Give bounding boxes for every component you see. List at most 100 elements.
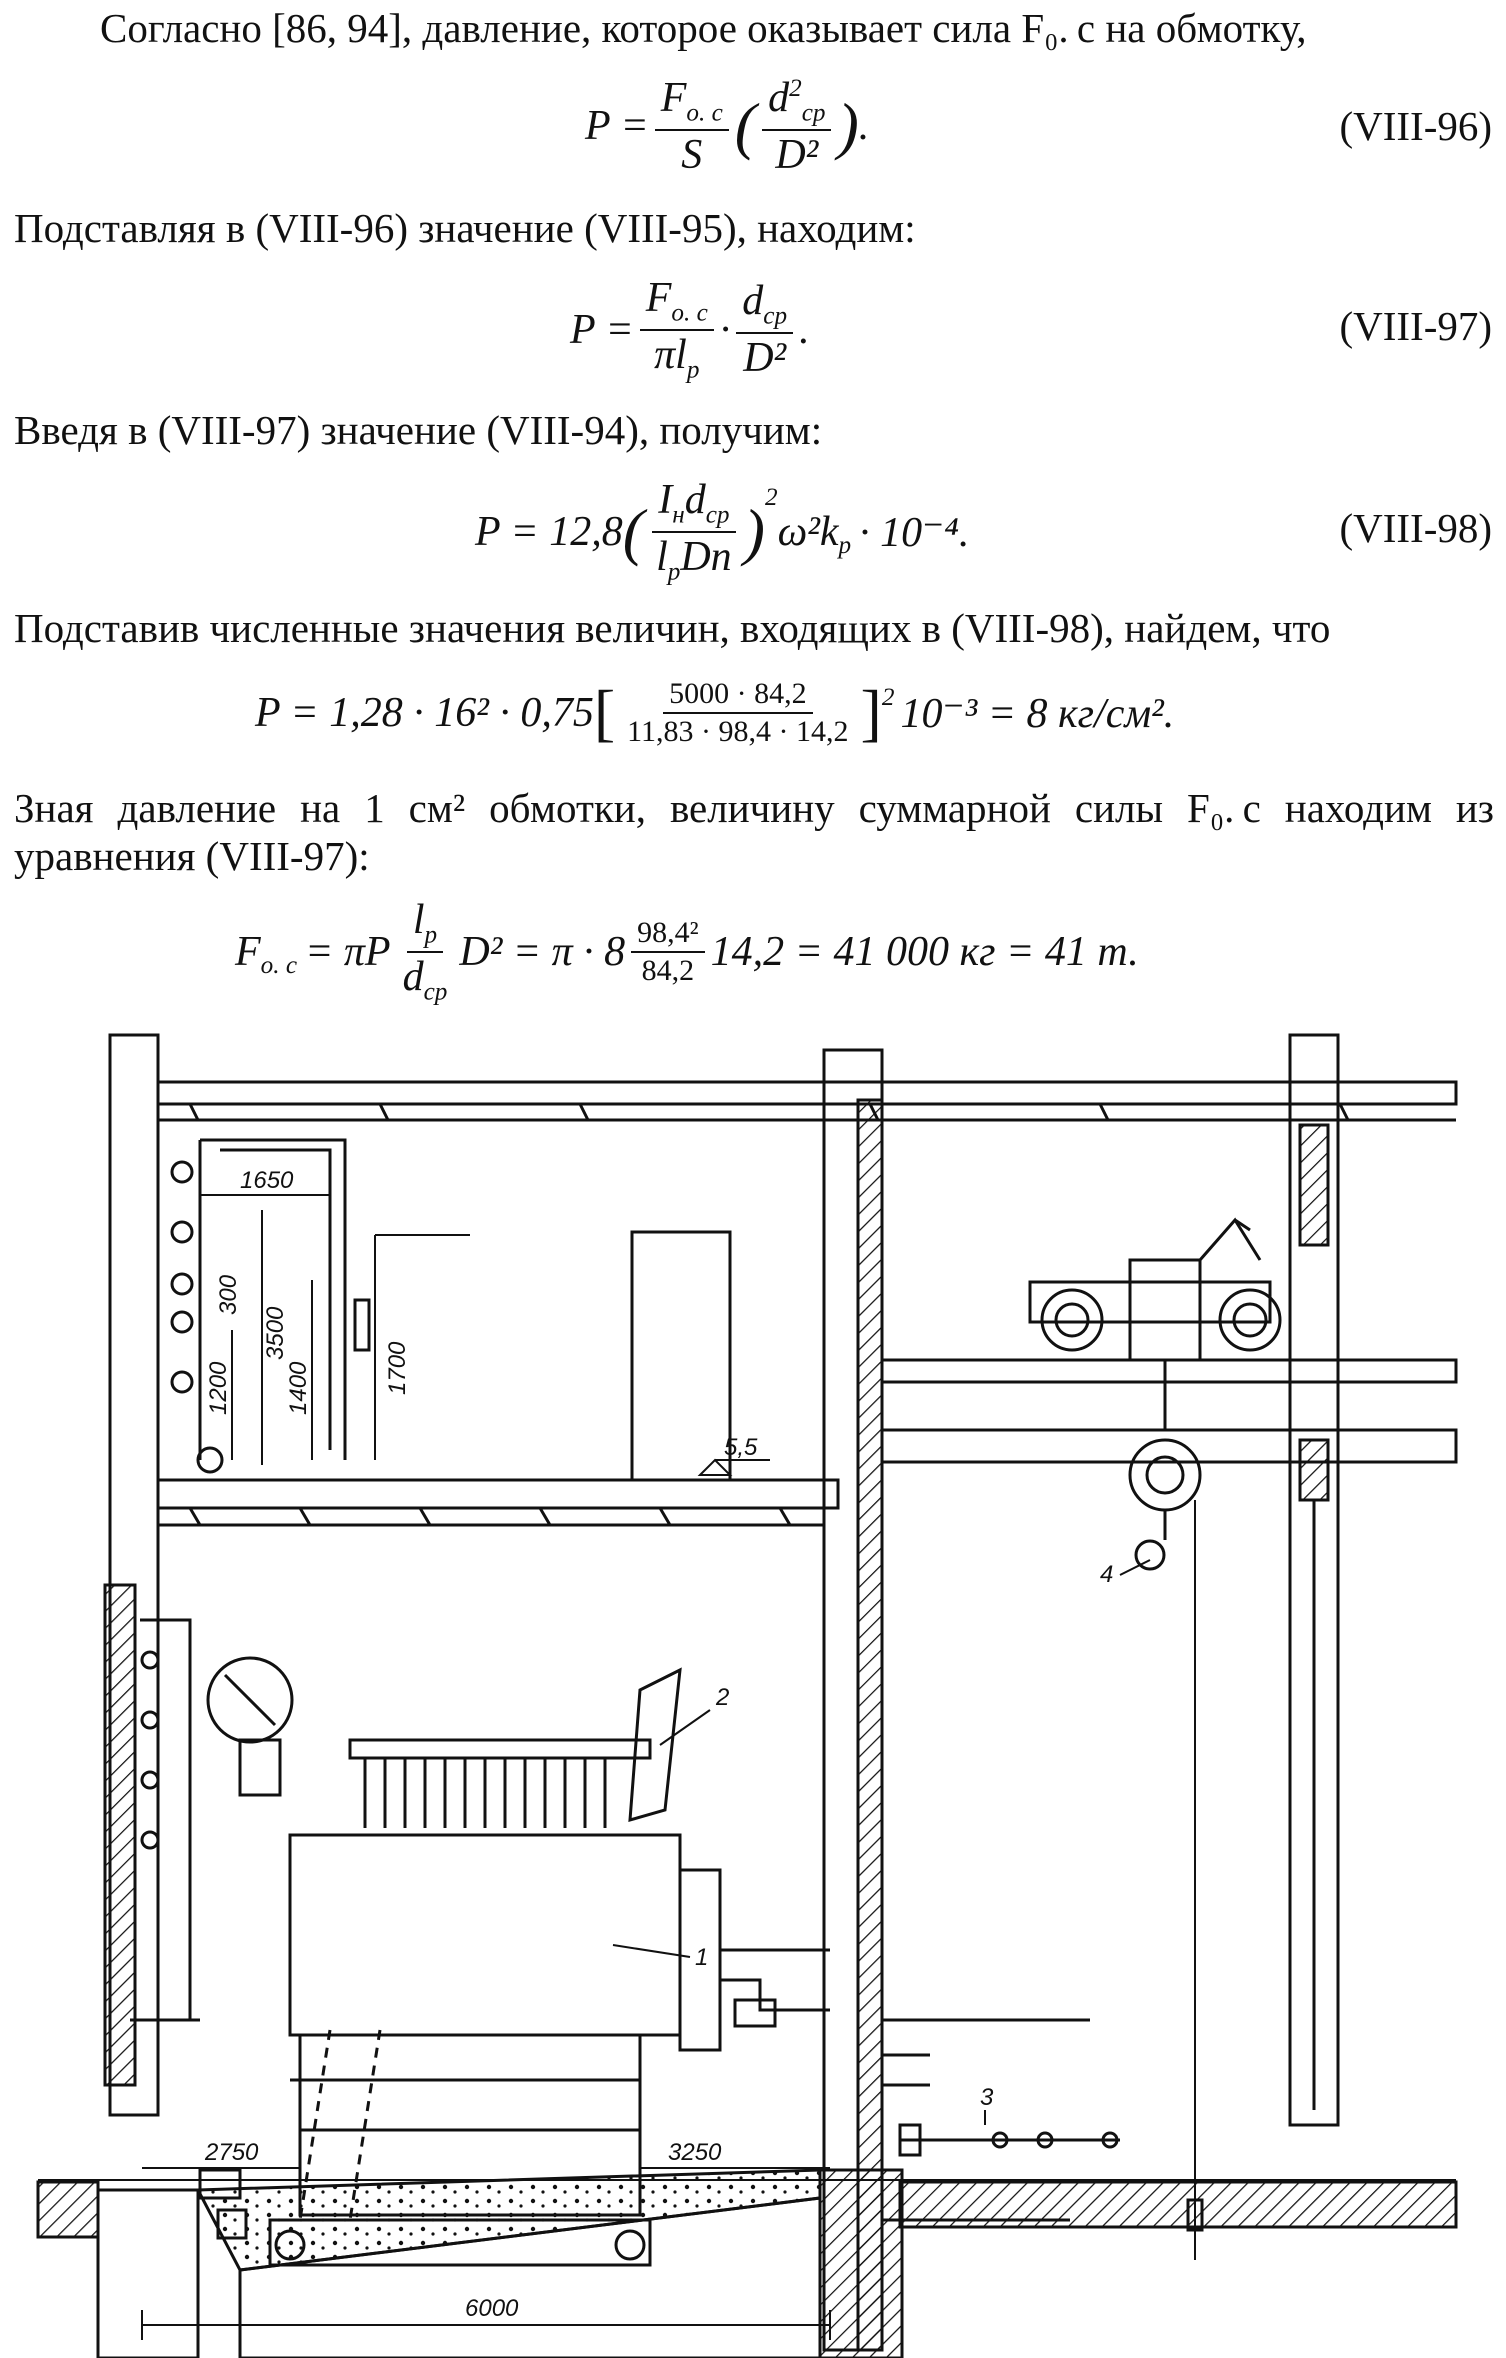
force-fraction-1: lр dср	[397, 898, 454, 1006]
paragraph-force-text: Зная давление на 1 см² обмотки, величину…	[14, 785, 1494, 879]
dim-1200: 1200	[205, 1361, 232, 1415]
paragraph-introduce-94: Введя в (VIII-97) значение (VIII-94), по…	[14, 406, 1494, 454]
eq98-fraction: Iнdср lрDn	[650, 478, 738, 586]
force-den-sub: ср	[423, 978, 448, 1006]
eq97-tail: .	[799, 306, 810, 353]
right-pipework	[882, 2018, 1120, 2222]
crane-girder	[880, 1428, 1458, 1464]
callout-2: 2	[715, 1684, 729, 1711]
calc-num: 5000 · 84,2	[663, 678, 813, 714]
eq98-num-sub: н	[672, 501, 685, 529]
crane-boom	[1198, 1217, 1262, 1261]
crane-trolley	[1028, 1217, 1282, 2260]
busbar-frame	[198, 1138, 347, 1460]
paragraph-intro-text: Согласно [86, 94], давление, которое ока…	[100, 5, 1307, 51]
crane-rail-upper	[880, 1358, 1458, 1384]
lv-junction	[733, 1998, 777, 2028]
crane-trolley-frame	[1028, 1280, 1272, 1324]
radiator-header	[348, 1738, 652, 1760]
upper-insulators	[170, 1160, 224, 1474]
eq97-fraction-1: Fo. c πlр	[639, 276, 714, 384]
eq96-den: S	[681, 131, 703, 178]
calc-fraction: 5000 · 84,2 11,83 · 98,4 · 14,2	[621, 678, 854, 747]
eq96-num: F	[660, 75, 687, 121]
paragraph-intro: Согласно [86, 94], давление, которое ока…	[100, 4, 1490, 52]
intermediate-floor	[156, 1478, 840, 1510]
paragraph-introduce-94-text: Введя в (VIII-97) значение (VIII-94), по…	[14, 407, 823, 453]
eq97-fraction-2: dср D²	[736, 279, 794, 382]
central-column-hatch	[856, 1098, 884, 2352]
equation-viii-96: P = Fo. c S ( d2ср D² ) . (VIII-96)	[0, 62, 1506, 177]
equation-viii-97-formula: P = Fo. c πlр · dср D² .	[570, 276, 810, 384]
right-column-hatch-top	[1298, 1123, 1330, 1247]
dim-1400: 1400	[285, 1361, 312, 1415]
transformer-rails	[298, 2029, 382, 2221]
valve-block	[898, 2123, 922, 2157]
eq97-lhs: P =	[570, 306, 634, 353]
crane-hook	[1134, 1539, 1166, 1571]
roof-ribs	[188, 1103, 1350, 1121]
eq98-num-b: d	[684, 477, 706, 523]
eq98-num-b-sub: ср	[705, 501, 730, 529]
foundation-slope	[238, 2196, 822, 2358]
calc-den: 11,83 · 98,4 · 14,2	[627, 714, 849, 748]
eq98-den-sub: р	[667, 558, 681, 586]
force-num-sub: р	[424, 921, 438, 949]
left-cable-route	[140, 1618, 192, 2022]
left-switchgear-panel	[103, 1583, 137, 2087]
force-den2: 84,2	[641, 953, 695, 987]
callout-3: 3	[980, 2084, 994, 2111]
dim-6000: 6000	[465, 2295, 519, 2322]
right-column-hatch-mid	[1298, 1438, 1330, 1502]
calc-lhs: P = 1,28 · 16² · 0,75	[255, 689, 594, 736]
force-num: l	[412, 897, 425, 943]
floor-ribs	[188, 1507, 792, 1526]
callout-leader-2	[659, 1709, 711, 1746]
equation-viii-96-formula: P = Fo. c S ( d2ср D² ) .	[585, 75, 870, 178]
eq97-den2: D²	[743, 335, 787, 382]
eq97-num2-sub: ср	[763, 302, 788, 330]
conservator-pipe	[628, 1667, 682, 1823]
eq96-tail: .	[858, 103, 870, 150]
paragraph-force: Зная давление на 1 см² обмотки, величину…	[14, 784, 1494, 880]
force-num2: 98,4²	[631, 917, 705, 953]
eq98-rest: ω²k	[777, 508, 839, 555]
substation-drawing: 1650 3500 300 1200 1400 1700 5,5 2750 32…	[36, 1033, 1458, 2358]
transformer-cable-box	[678, 1868, 722, 2052]
roof-slab	[156, 1080, 1458, 1106]
force-eq: = πP	[305, 928, 391, 975]
paragraph-substitute-95-text: Подставляя в (VIII-96) значение (VIII-95…	[14, 205, 916, 251]
central-footing	[818, 2168, 904, 2358]
eq98-lhs: P = 12,8	[475, 508, 623, 555]
callout-leader-4	[1119, 1559, 1151, 1576]
force-lhs-sub: o. c	[260, 951, 298, 979]
dim-3500: 3500	[262, 1306, 289, 1360]
equation-pressure-calc: P = 1,28 · 16² · 0,75 [ 5000 · 84,2 11,8…	[0, 664, 1506, 774]
eq97-den-sub: р	[686, 356, 700, 384]
disconnector-handle	[353, 1298, 371, 1352]
eq96-inner-sup: 2	[789, 75, 802, 102]
paragraph-numeric-text: Подставив численные значения величин, вх…	[14, 605, 1331, 651]
eq97-dot: ·	[719, 306, 731, 353]
dim-3250: 3250	[668, 2139, 722, 2166]
lv-busbar	[720, 1948, 830, 2012]
eq98-num: I	[658, 477, 673, 523]
dim-300: 300	[215, 1274, 242, 1315]
crane-hoist-housing	[1128, 1258, 1202, 1362]
transformer-tank	[288, 1833, 682, 2037]
calc-rest: 10⁻³ = 8 кг/см².	[900, 690, 1175, 737]
eq96-inner-fraction: d2ср D²	[762, 75, 832, 177]
eq98-rest-sub: р	[838, 531, 852, 559]
eq96-fraction: Fo. c S	[654, 75, 729, 178]
crane-pulley	[1128, 1438, 1202, 1512]
equation-viii-97: P = Fo. c πlр · dср D² . (VIII-97)	[0, 262, 1506, 383]
eq96-inner-sub: ср	[801, 99, 826, 127]
eq96-inner-num: d	[768, 75, 790, 121]
eq96-lhs: P =	[585, 103, 649, 150]
door-opening	[630, 1230, 732, 1482]
eq98-sq: 2	[764, 484, 778, 511]
